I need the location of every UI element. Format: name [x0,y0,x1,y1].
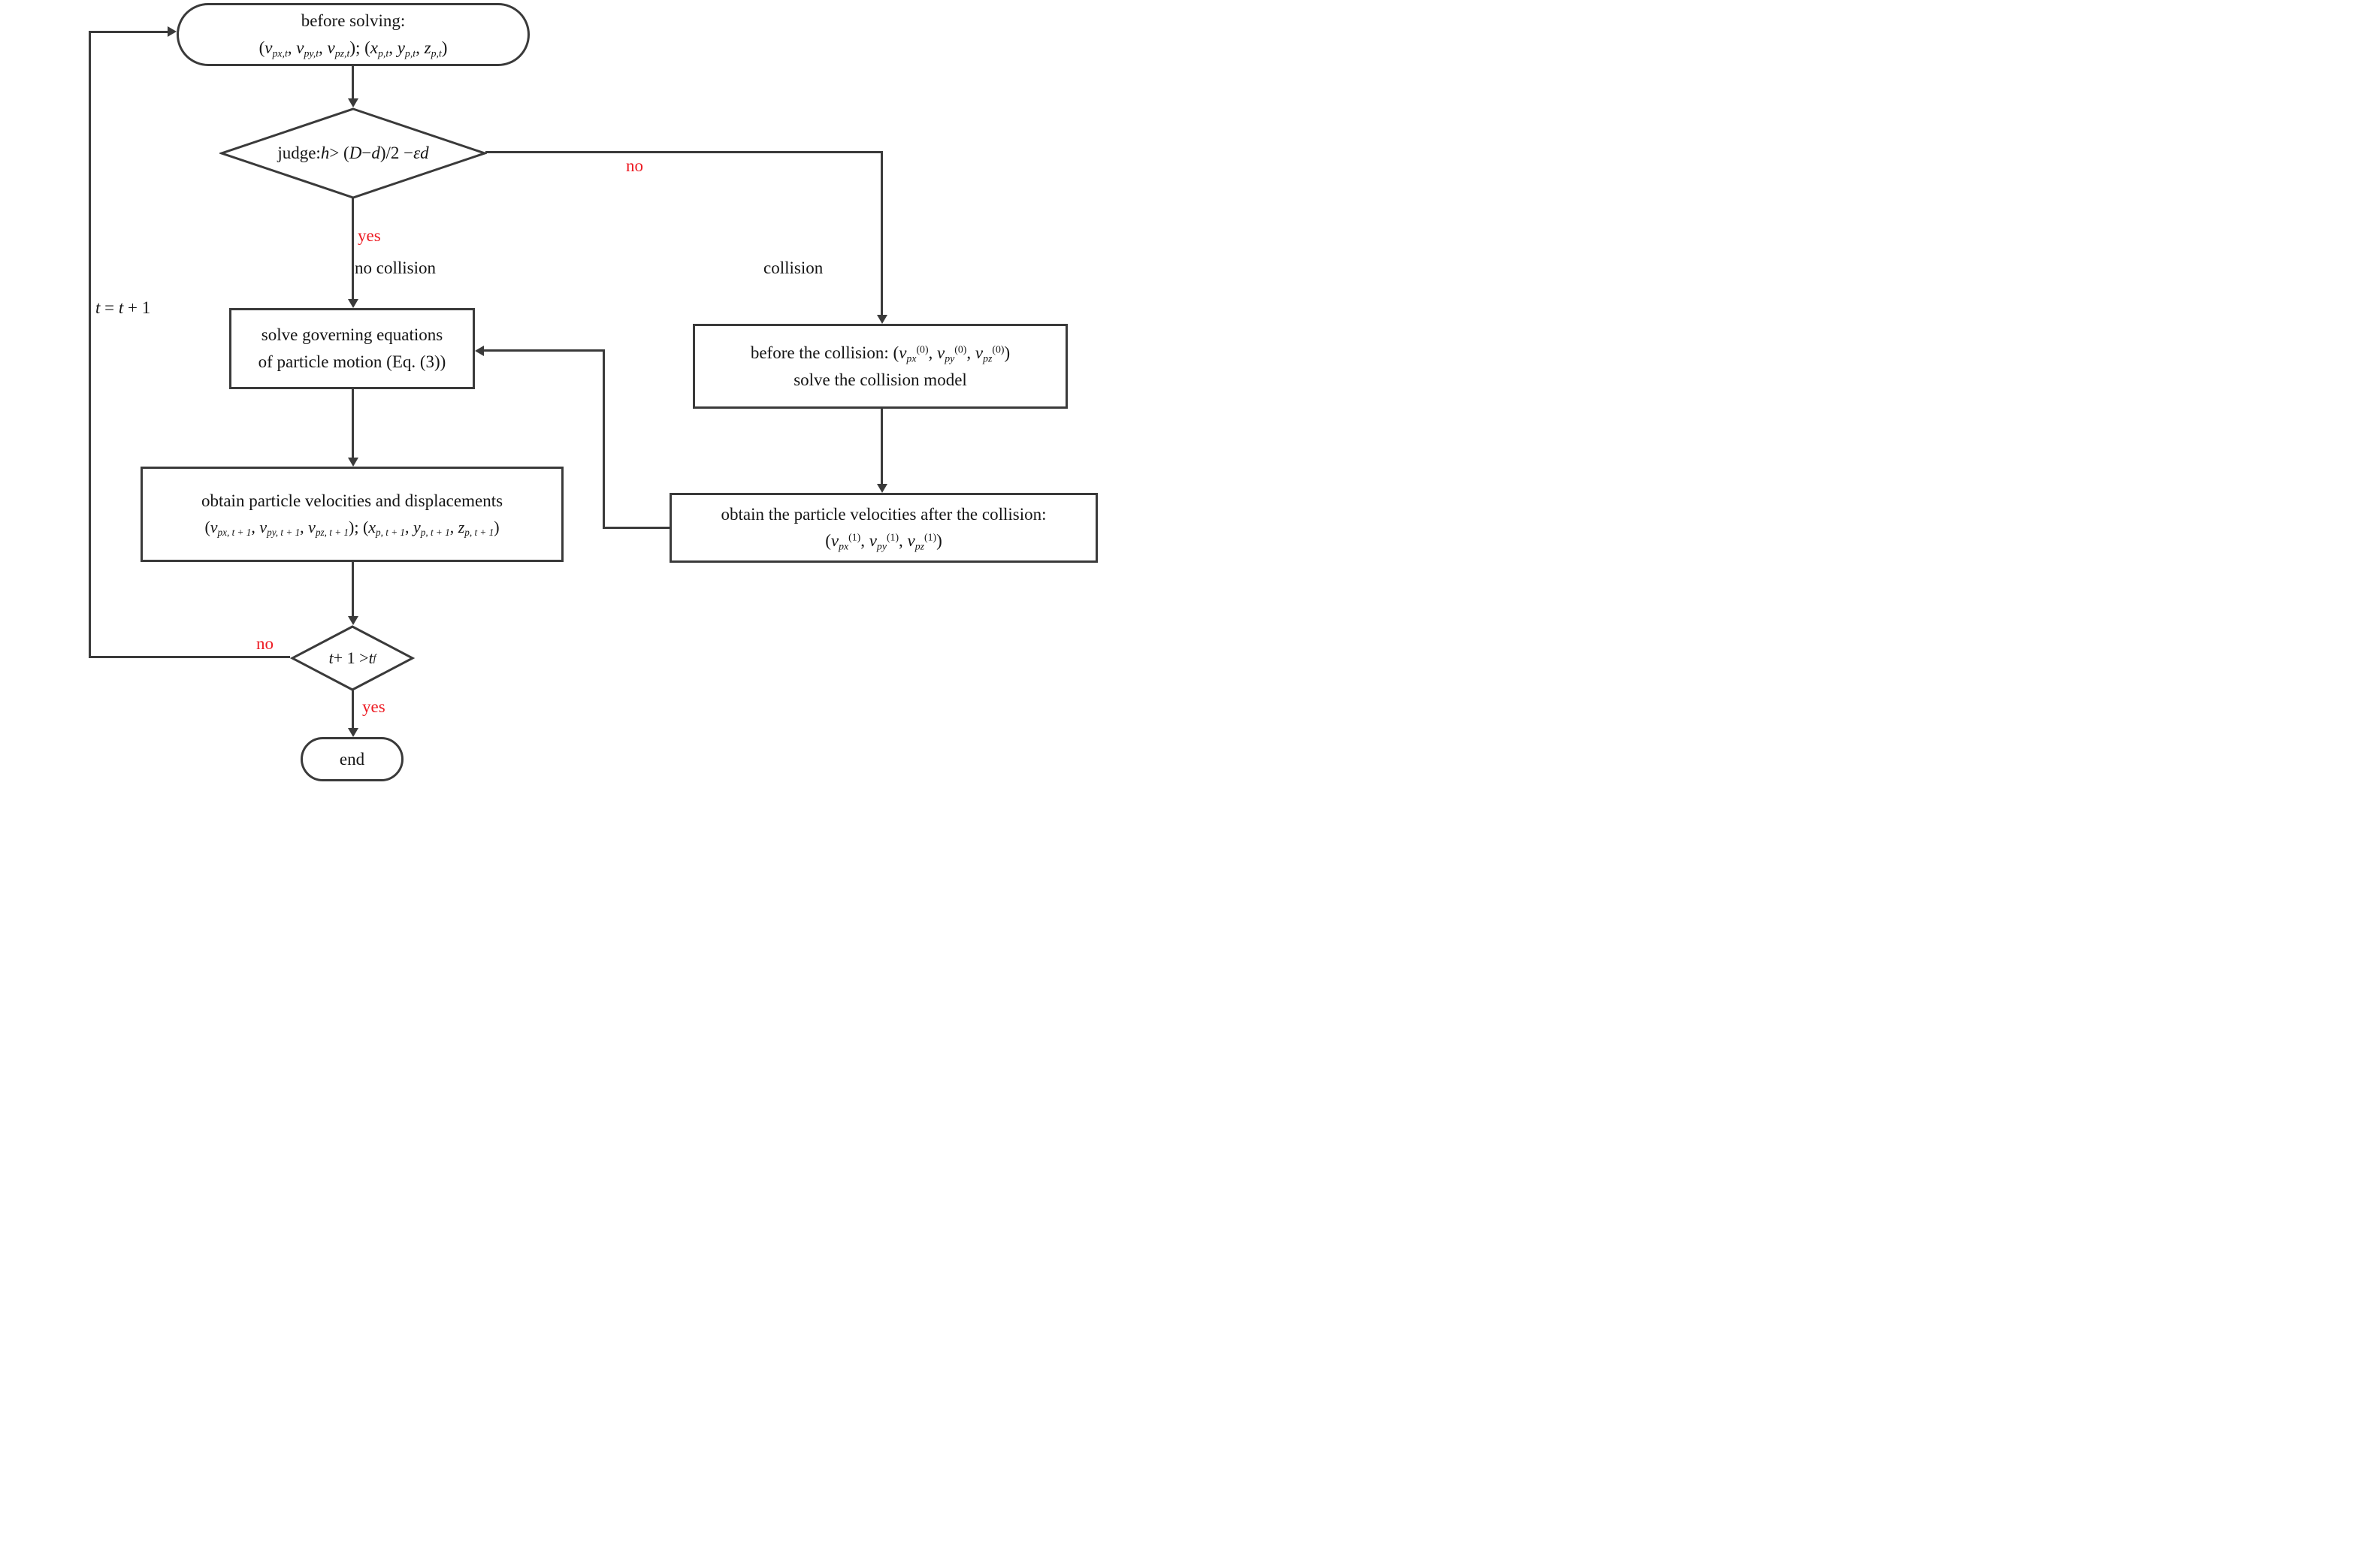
start-title: before solving: [301,11,406,31]
obtain-line1: obtain particle velocities and displacem… [201,491,503,511]
node-judge-shape [219,107,487,199]
node-collision-model: before the collision: (vpx(0), vpy(0), v… [693,324,1068,409]
arrowhead-into-judge [348,98,358,107]
edge-loop-vertical [89,31,91,657]
node-end: end [301,737,404,781]
label-no-bottom: no [256,634,274,653]
arrowhead-into-collision-model [877,315,887,324]
node-obtain: obtain particle velocities and displacem… [141,467,564,562]
edge-collisionmodel-to-aftercollision [881,409,883,485]
arrowhead-into-solve-right [475,346,484,356]
edge-obtain-to-loopcheck [352,562,354,618]
edge-yes-to-end [352,690,354,730]
edge-no-vertical [881,151,883,317]
node-loopcheck-shape [290,625,415,691]
arrowhead-into-start [168,26,177,37]
arrowhead-into-end [348,728,358,737]
after-collision-line1: obtain the particle velocities after the… [721,504,1047,524]
edge-feedback-top [483,349,605,352]
flowchart-canvas: before solving: (vpx,t, vpy,t, vpz,t); (… [0,0,1184,784]
after-collision-formula: (vpx(1), vpy(1), vpz(1)) [825,531,942,552]
edge-feedback-vertical [603,349,605,529]
arrowhead-into-after-collision [877,484,887,493]
arrowhead-into-solve [348,299,358,308]
edge-yes-vertical [352,198,354,301]
node-after-collision: obtain the particle velocities after the… [670,493,1098,563]
edge-no-horizontal [485,151,883,153]
solve-line2: of particle motion (Eq. (3)) [258,352,446,371]
label-yes-top: yes [358,226,381,245]
end-label: end [339,749,365,769]
node-solve: solve governing equations of particle mo… [229,308,475,389]
label-no-top: no [626,156,643,175]
label-yes-bottom: yes [362,697,385,716]
collision-model-line1: before the collision: (vpx(0), vpy(0), v… [750,343,1011,364]
start-formula: (vpx,t, vpy,t, vpz,t); (xp,t, yp,t, zp,t… [258,38,448,59]
edge-feedback-bottom [603,527,670,529]
label-no-collision: no collision [355,258,436,277]
collision-model-line2: solve the collision model [794,370,967,389]
arrowhead-into-obtain [348,458,358,467]
label-increment: t = t + 1 [95,298,151,317]
edge-solve-to-obtain [352,389,354,459]
node-judge-label: judge:h > (D − d)/2 − εd [277,144,429,162]
label-collision: collision [763,258,824,277]
edge-no-bottom-horizontal [89,656,290,658]
arrowhead-into-loopcheck [348,616,358,625]
node-start: before solving: (vpx,t, vpy,t, vpz,t); (… [177,3,530,66]
obtain-formula: (vpx, t + 1, vpy, t + 1, vpz, t + 1); (x… [204,517,500,539]
edge-loop-top [89,31,170,33]
solve-line1: solve governing equations [261,325,443,345]
edge-start-to-judge [352,66,354,101]
